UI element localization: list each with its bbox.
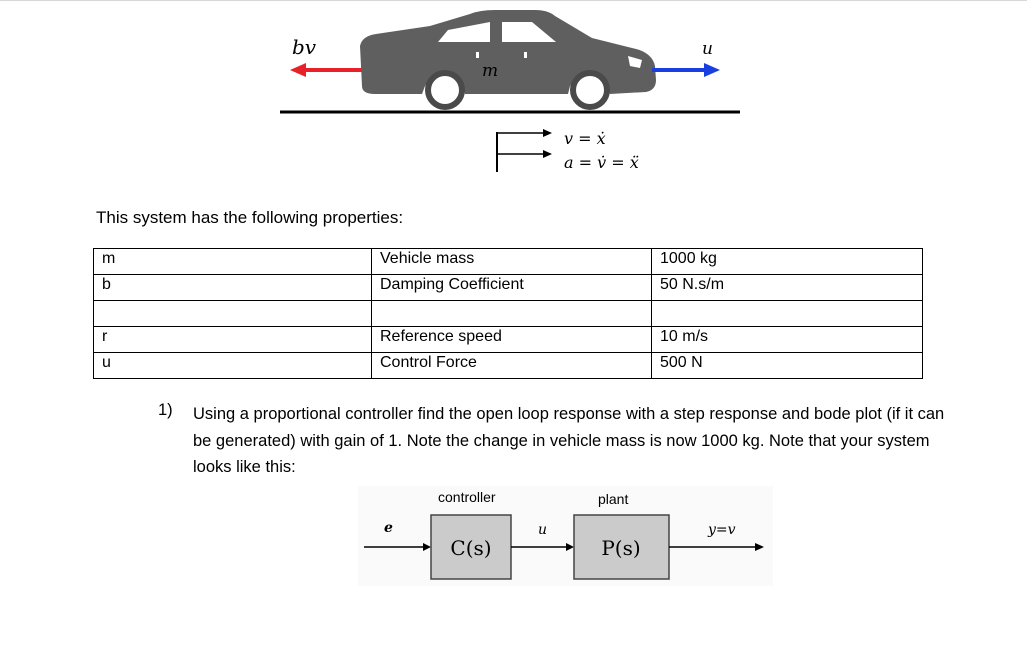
table-row-empty: [93, 300, 923, 327]
table-row: m Vehicle mass 1000 kg: [93, 248, 923, 275]
property-symbol: u: [93, 352, 372, 379]
plant-block: [573, 514, 670, 580]
top-rule: [0, 0, 1027, 1]
window-rear: [438, 22, 490, 42]
middle-arrowhead: [566, 543, 574, 551]
drag-force-label: bv: [292, 35, 317, 59]
acceleration-equation: a = v̇ = ẍ: [564, 153, 639, 172]
controller-label: controller: [438, 489, 496, 505]
control-signal-label: u: [538, 522, 547, 538]
property-description: Reference speed: [371, 326, 652, 353]
controller-transfer-function: C(s): [450, 536, 491, 560]
intro-text: This system has the following properties…: [96, 208, 404, 227]
velocity-ref-arrowhead: [543, 129, 552, 137]
property-description: Vehicle mass: [371, 248, 652, 275]
property-value: 10 m/s: [651, 326, 923, 353]
property-description: Control Force: [371, 352, 652, 379]
table-row: r Reference speed 10 m/s: [93, 326, 923, 353]
velocity-equation: v = ẋ: [564, 129, 606, 148]
property-value: 50 N.s/m: [651, 274, 923, 301]
input-arrowhead: [423, 543, 431, 551]
control-force-label: u: [702, 39, 713, 59]
table-row: u Control Force 500 N: [93, 352, 923, 379]
property-value: 1000 kg: [651, 248, 923, 275]
rear-wheel: [425, 70, 465, 110]
control-force-arrowhead: [704, 63, 720, 77]
output-label: y=v: [707, 522, 736, 538]
door-handle-rear: [476, 52, 479, 58]
error-signal-label: e: [384, 520, 393, 536]
table-row: b Damping Coefficient 50 N.s/m: [93, 274, 923, 301]
plant-transfer-function: P(s): [601, 536, 640, 560]
properties-table: m Vehicle mass 1000 kg b Damping Coeffic…: [93, 248, 923, 379]
property-symbol: b: [93, 274, 372, 301]
door-handle: [524, 52, 527, 58]
car-free-body-diagram: bv m u v = ẋ a = v̇ = ẍ: [280, 10, 740, 172]
front-wheel: [570, 70, 610, 110]
plant-label: plant: [598, 491, 628, 507]
property-value: 500 N: [651, 352, 923, 379]
drag-force-arrowhead: [290, 63, 306, 77]
property-symbol: m: [93, 248, 372, 275]
mass-label: m: [482, 61, 498, 81]
property-symbol: r: [93, 326, 372, 353]
door-line: [491, 22, 496, 62]
accel-ref-arrowhead: [543, 150, 552, 158]
block-diagram: controller plant e C(s) u P(s) y=v: [358, 486, 773, 586]
window-front: [502, 22, 556, 42]
output-arrowhead: [755, 543, 764, 551]
headlight: [628, 56, 642, 68]
diagram-background: [358, 486, 773, 586]
question-text: Using a proportional controller find the…: [193, 405, 945, 476]
property-description: Damping Coefficient: [371, 274, 652, 301]
question-number: 1): [158, 401, 173, 419]
